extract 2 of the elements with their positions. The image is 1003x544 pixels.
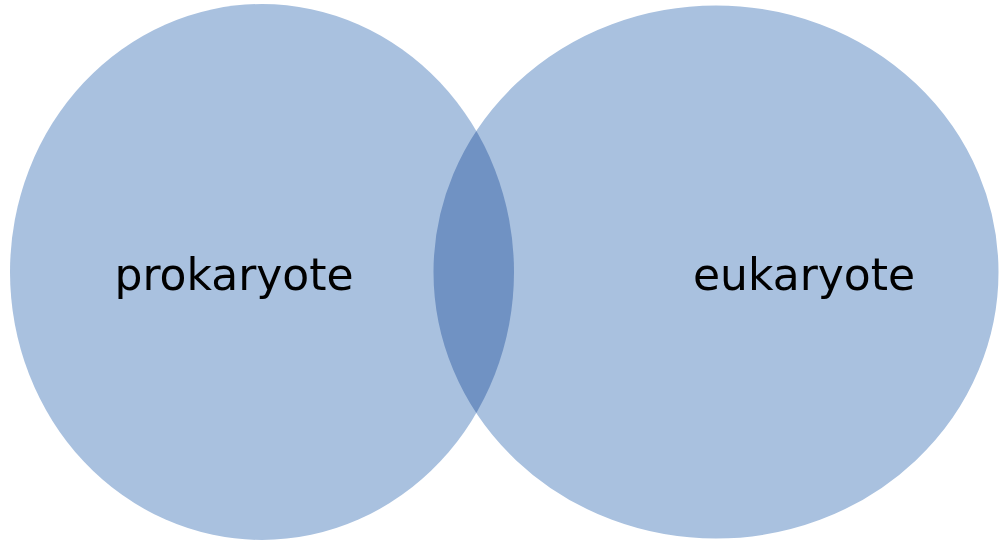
- circle-label: prokaryote: [114, 248, 354, 300]
- circle-label: eukaryote: [693, 248, 915, 300]
